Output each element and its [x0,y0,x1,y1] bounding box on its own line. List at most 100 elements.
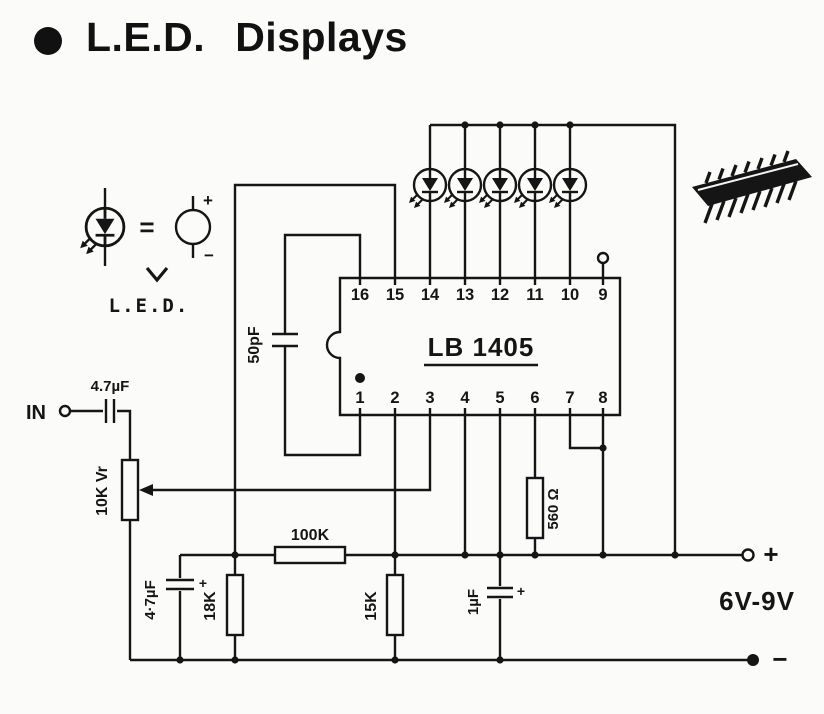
junction-dot [531,551,539,559]
junction-dot [461,551,469,559]
wire-led-leads [428,125,572,278]
ic-pin-label-1: 1 [355,389,364,407]
capacitor-value: 4·7µF [142,580,159,620]
junction-dot [496,551,504,559]
resistor-560: 560 Ω [525,476,562,540]
supply-minus-label: − [772,644,787,674]
wire-50pf-loop [283,233,362,457]
polarity-plus: + [517,583,525,599]
potentiometer-10k: 10K Vr [94,458,153,522]
bullet-icon [34,26,62,55]
dip-package-illustration [692,150,812,224]
supply-plus-label: + [763,539,778,569]
led-symbol [477,167,518,210]
input-terminal [58,404,72,418]
resistor-value: 100K [291,527,330,544]
ic-pin-label-7: 7 [565,389,574,407]
polarity-plus: + [199,575,207,591]
junction-dot [496,656,504,664]
junction-dot [496,121,504,129]
dip-back-legs [704,150,790,184]
resistor-15k: 15K [363,573,405,637]
junction-dot [391,551,399,559]
junction-dot [671,551,679,559]
ic-pin-label-2: 2 [390,389,399,407]
capacitor-plates [272,332,298,348]
ic-pin-label-9: 9 [598,286,607,304]
junction-dot [176,656,184,664]
ic-name: LB 1405 [428,332,535,362]
ic-pin-label-4: 4 [460,389,470,407]
ic-pin1-dot [355,373,365,383]
junction-dot [391,656,399,664]
resistor-body [385,573,405,637]
ic-pin-label-11: 11 [526,286,543,304]
resistor-body [525,476,545,540]
dip-body-highlight [697,163,799,191]
page-title: L.E.D. Displays [86,14,408,61]
legend-led-symbol [78,206,126,256]
title-word-led: L.E.D. [86,14,206,60]
legend-minus: − [204,246,214,265]
ic-pin-label-5: 5 [495,389,504,407]
potentiometer-value: 10K Vr [94,466,111,516]
title-word-displays: Displays [235,14,408,60]
wire-led-rail [430,123,677,555]
wiper-arrow-icon [139,484,153,496]
supply-minus-terminal [747,654,759,666]
capacitor-4u7-electrolytic: 4·7µF + [142,575,207,620]
pin9-terminal [596,251,610,265]
capacitor-input: 4.7µF [91,378,130,423]
junction-dot [566,121,574,129]
junction-dot [231,656,239,664]
junction-dot [531,121,539,129]
ic-body [325,276,622,417]
led-array [407,167,588,210]
ic-pin-label-12: 12 [491,286,509,304]
ic-lb1405: LB 1405 16 15 14 13 12 11 10 9 1 2 3 4 5… [325,276,622,417]
legend-chevron-icon [145,266,169,283]
supply-voltage-label: 6V-9V [719,586,795,616]
legend-plus: + [203,191,213,210]
ic-pin-label-3: 3 [425,389,434,407]
led-symbol [547,167,588,210]
resistor-value: 18K [202,591,219,621]
legend-source-symbol [174,208,212,246]
led-symbol [442,167,483,210]
supply-plus-terminal [741,548,755,562]
junction-dot [231,551,239,559]
resistor-value: 15K [363,591,380,621]
junction-dots [176,121,679,664]
capacitor-plates [166,578,194,591]
capacitor-50pf: 50pF [246,326,298,364]
resistor-100k: 100K [273,527,347,565]
ic-pin-label-15: 15 [386,286,404,304]
capacitor-value: 4.7µF [91,378,130,395]
led-legend: = + − L.E.D. [78,188,214,317]
junction-dot [461,121,469,129]
ic-pin-label-10: 10 [561,286,579,304]
wire-pins7-8 [568,415,605,555]
resistor-18k: 18K [202,573,245,637]
input-label: IN [26,402,46,424]
wire-input [70,409,132,660]
ic-pin-label-13: 13 [456,286,474,304]
ic-pin-label-8: 8 [598,389,607,407]
wire-pin15-loop [233,183,397,555]
resistor-value: 560 Ω [545,488,562,529]
legend-caption: L.E.D. [109,295,190,317]
resistor-body [225,573,245,637]
ic-pin-ticks-bottom [358,408,605,415]
capacitor-plates [104,399,116,423]
capacitor-value: 50pF [246,326,263,364]
legend-equals: = [139,212,154,242]
wire-wiper-to-pin3 [152,415,432,492]
junction-dot [599,444,607,452]
ic-pin-label-16: 16 [351,286,369,304]
ic-pin-label-14: 14 [421,286,440,304]
potentiometer-body [120,458,140,522]
terminals: IN + − 6V-9V [26,251,795,674]
page-header: L.E.D. Displays [34,14,408,61]
